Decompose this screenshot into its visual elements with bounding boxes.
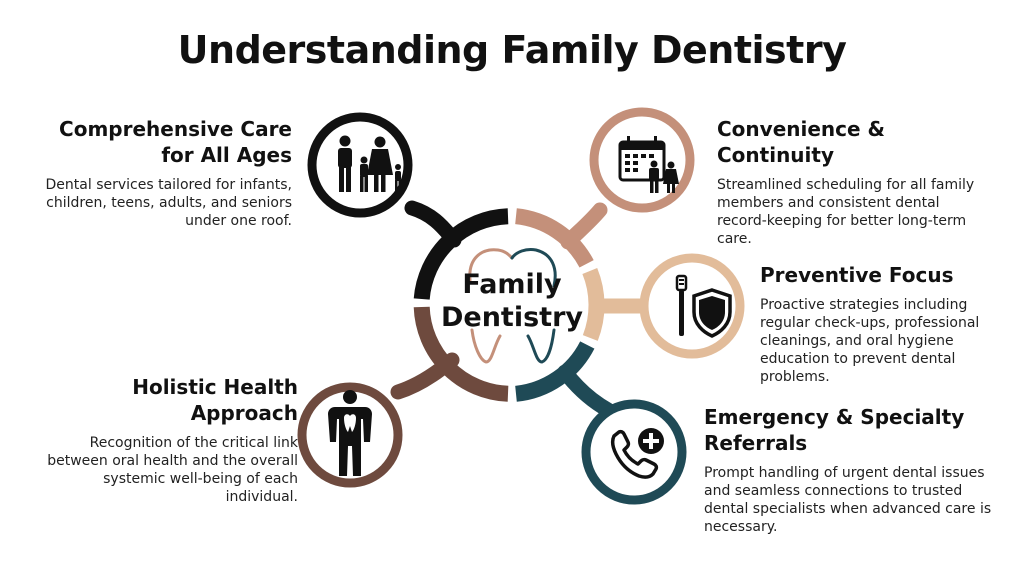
- center-label: Family Dentistry: [430, 268, 594, 334]
- section-holistic-health: Holistic Health Approach Recognition of …: [40, 374, 298, 506]
- node-comprehensive: [307, 112, 413, 218]
- page-title: Understanding Family Dentistry: [177, 28, 847, 72]
- family-icon: [338, 135, 401, 192]
- section-title: Convenience & Continuity: [717, 117, 885, 167]
- section-title-line1: Holistic Health: [132, 375, 298, 399]
- toothbrush-shield-icon: [675, 274, 732, 338]
- tooth-outline-icon: [468, 248, 557, 364]
- section-body: Streamlined scheduling for all family me…: [717, 177, 975, 247]
- node-holistic: [297, 382, 403, 488]
- section-body: Recognition of the critical link between…: [47, 435, 298, 505]
- section-body: Prompt handling of urgent dental issues …: [704, 465, 992, 535]
- section-title: Holistic Health Approach: [40, 374, 298, 426]
- ring-segment-tan: [582, 267, 605, 341]
- section-title-line2: Approach: [190, 401, 298, 425]
- section-title-line2: Referrals: [704, 431, 808, 455]
- node-convenience: [589, 107, 695, 213]
- person-tooth-icon: [328, 390, 372, 476]
- section-title: Comprehensive Care for All Ages: [40, 116, 292, 168]
- section-title: Preventive Focus: [760, 263, 954, 287]
- ring-segment-teal: [514, 341, 595, 402]
- ring-segment-brown: [413, 306, 509, 402]
- section-title-line1: Emergency & Specialty: [704, 405, 965, 429]
- calendar-family-icon: [618, 136, 679, 193]
- node-preventive: [639, 253, 745, 359]
- section-preventive-focus: Preventive Focus Proactive strategies in…: [760, 262, 1005, 386]
- section-body: Dental services tailored for infants, ch…: [45, 177, 292, 229]
- center-label-line2: Dentistry: [440, 302, 583, 333]
- node-emergency: [581, 399, 687, 505]
- section-title: Emergency & Specialty Referrals: [704, 404, 994, 456]
- center-label-line1: Family: [462, 269, 562, 300]
- ring-segment-terracotta: [514, 208, 594, 268]
- section-title-line2: for All Ages: [161, 143, 292, 167]
- phone-plus-icon: [610, 428, 664, 479]
- section-convenience-continuity: Convenience & Continuity Streamlined sch…: [717, 116, 987, 248]
- center-ring: [413, 208, 605, 402]
- section-emergency-referrals: Emergency & Specialty Referrals Prompt h…: [704, 404, 994, 536]
- section-body: Proactive strategies including regular c…: [760, 297, 980, 385]
- section-comprehensive-care: Comprehensive Care for All Ages Dental s…: [40, 116, 292, 230]
- ring-segment-black: [413, 208, 509, 300]
- section-title-line1: Comprehensive Care: [59, 117, 292, 141]
